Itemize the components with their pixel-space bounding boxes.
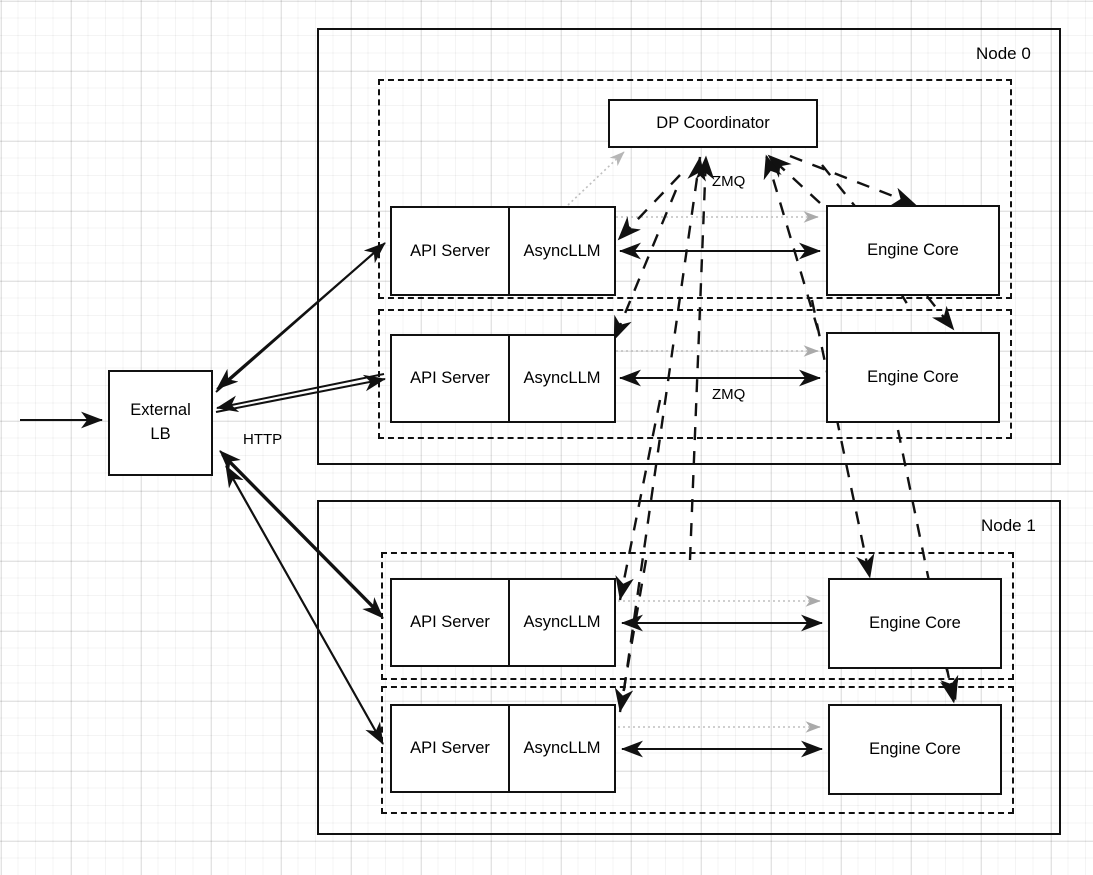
- node-label-1: Node 1: [981, 516, 1036, 535]
- async-llm-label-n0g0: AsyncLLM: [523, 241, 601, 260]
- external-lb-box[interactable]: External LB: [108, 370, 213, 476]
- engine-core-label-n1g1: Engine Core: [869, 740, 961, 758]
- zmq-label-n0g1: ZMQ: [712, 386, 746, 403]
- engine-core-label-n1g0: Engine Core: [869, 614, 961, 632]
- node-frame-1: [317, 500, 1061, 835]
- engine-core-label-n0g0: Engine Core: [867, 241, 959, 259]
- dp-coordinator-label: DP Coordinator: [656, 114, 770, 132]
- external-lb-label-line1: External: [130, 401, 191, 420]
- api-server-label-n0g1: API Server: [392, 336, 510, 421]
- dp-group-n1g0: [381, 552, 1014, 680]
- async-llm-label-n1g1: AsyncLLM: [523, 739, 601, 757]
- dp-group-n0g0: [378, 79, 1012, 299]
- api-server-label-n1g1: API Server: [392, 706, 510, 791]
- api-server-box-n0g1[interactable]: API Server AsyncLLM: [390, 334, 616, 423]
- dp-group-n1g1: [381, 686, 1014, 814]
- engine-core-box-n0g1[interactable]: Engine Core: [826, 332, 1000, 423]
- dp-coordinator-box[interactable]: DP Coordinator: [608, 99, 818, 148]
- node-frame-0: [317, 28, 1061, 465]
- engine-core-box-n0g0[interactable]: Engine Core: [826, 205, 1000, 296]
- api-server-box-n0g0[interactable]: API Server AsyncLLM: [390, 206, 616, 296]
- dp-group-n0g1: [378, 309, 1012, 439]
- zmq-label-n0g0: ZMQ: [712, 173, 746, 190]
- api-server-label-n1g0: API Server: [392, 580, 510, 665]
- engine-core-label-n0g1: Engine Core: [867, 368, 959, 386]
- api-server-box-n1g0[interactable]: API Server AsyncLLM: [390, 578, 616, 667]
- async-llm-label-n0g1: AsyncLLM: [523, 369, 601, 387]
- engine-core-box-n1g0[interactable]: Engine Core: [828, 578, 1002, 669]
- engine-core-box-n1g1[interactable]: Engine Core: [828, 704, 1002, 795]
- api-server-label-n0g0: API Server: [392, 208, 510, 294]
- node-label-0: Node 0: [976, 44, 1031, 63]
- http-label: HTTP: [243, 431, 283, 448]
- external-lb-label-line2: LB: [150, 425, 171, 443]
- async-llm-label-n1g0: AsyncLLM: [523, 613, 601, 631]
- api-server-box-n1g1[interactable]: API Server AsyncLLM: [390, 704, 616, 793]
